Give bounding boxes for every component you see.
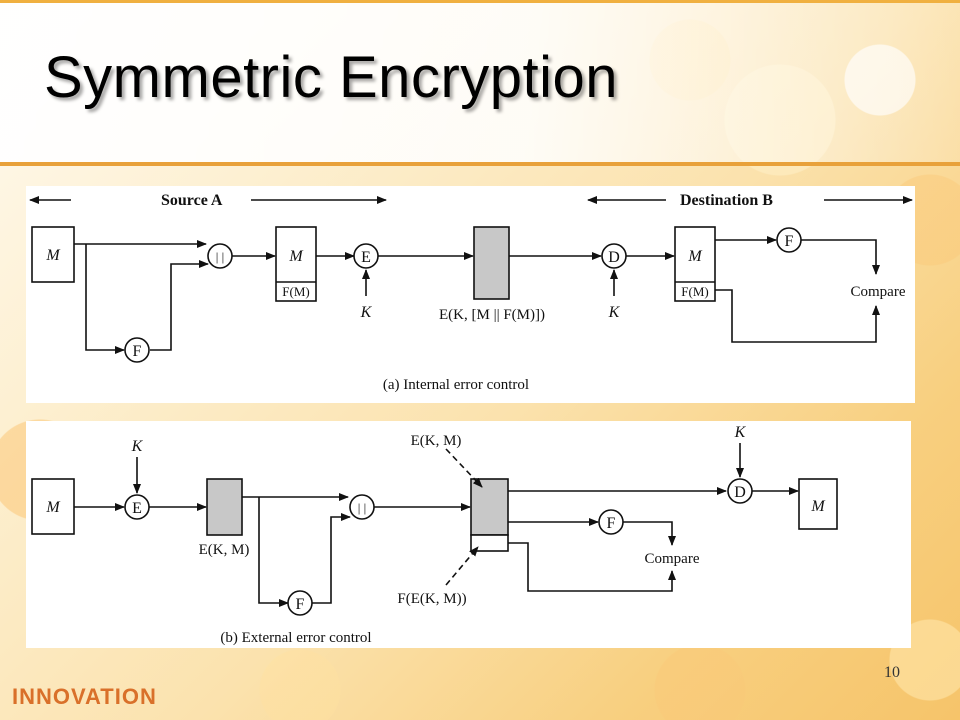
message-checksum-box — [275, 226, 317, 302]
diagram-a-panel: Source A Destination B M | | F M F(M) E … — [26, 186, 915, 403]
concat-symbol: | | — [216, 249, 224, 264]
message-box — [31, 226, 75, 283]
destination-label: Destination B — [680, 192, 773, 209]
fekm-label: F(E(K, M)) — [397, 591, 466, 607]
output-message-text: M — [810, 498, 826, 515]
encrypt-text: E — [132, 500, 142, 517]
encrypt-text: E — [361, 249, 371, 266]
dest-f-text: F — [607, 515, 616, 532]
title-band — [0, 0, 960, 164]
decrypt-text: D — [608, 249, 620, 266]
key-text-d: K — [608, 304, 621, 321]
combined-cipher-block — [470, 478, 509, 536]
dest-m-text: M — [687, 248, 703, 265]
dest-fm-text: F(M) — [681, 284, 708, 299]
compare-text: Compare — [851, 284, 906, 300]
output-message-box — [798, 478, 838, 530]
ciphertext-block — [206, 478, 243, 536]
received-message-box — [674, 226, 716, 302]
diagram-a-svg: Source A Destination B M | | F M F(M) E … — [29, 192, 913, 393]
ciphertext-label: E(K, [M || F(M)]) — [439, 307, 545, 323]
source-f-text: F — [296, 596, 305, 613]
diagram-b-svg: M K E E(K, M) F | | E(K, M) F(E(K, M)) K… — [31, 424, 838, 646]
caption-b: (b) External error control — [220, 630, 371, 646]
ekm-label: E(K, M) — [199, 542, 250, 558]
box-m-text: M — [288, 248, 304, 265]
brand-logo-text: INNOVATION — [12, 684, 157, 709]
concat-symbol: | | — [358, 500, 366, 515]
source-f-text: F — [133, 343, 142, 360]
decrypt-text: D — [734, 484, 746, 501]
ciphertext-block — [473, 226, 510, 300]
source-label: Source A — [161, 192, 223, 209]
box-fm-text: F(M) — [282, 284, 309, 299]
slide-title: Symmetric Encryption — [44, 45, 619, 110]
page-number: 10 — [884, 664, 900, 681]
source-f-node — [124, 337, 150, 363]
ekm-top-label: E(K, M) — [411, 433, 462, 449]
message-text: M — [45, 247, 61, 264]
dest-f-text: F — [785, 233, 794, 250]
key-text-e: K — [131, 438, 144, 455]
top-accent-line — [0, 0, 960, 3]
title-underline — [0, 162, 960, 166]
checksum-block — [470, 534, 509, 552]
key-text-e: K — [360, 304, 373, 321]
caption-a: (a) Internal error control — [383, 377, 529, 393]
message-text: M — [45, 499, 61, 516]
diagram-b-panel: M K E E(K, M) F | | E(K, M) F(E(K, M)) K… — [26, 421, 911, 648]
compare-text: Compare — [645, 551, 700, 567]
key-text-d: K — [734, 424, 747, 441]
